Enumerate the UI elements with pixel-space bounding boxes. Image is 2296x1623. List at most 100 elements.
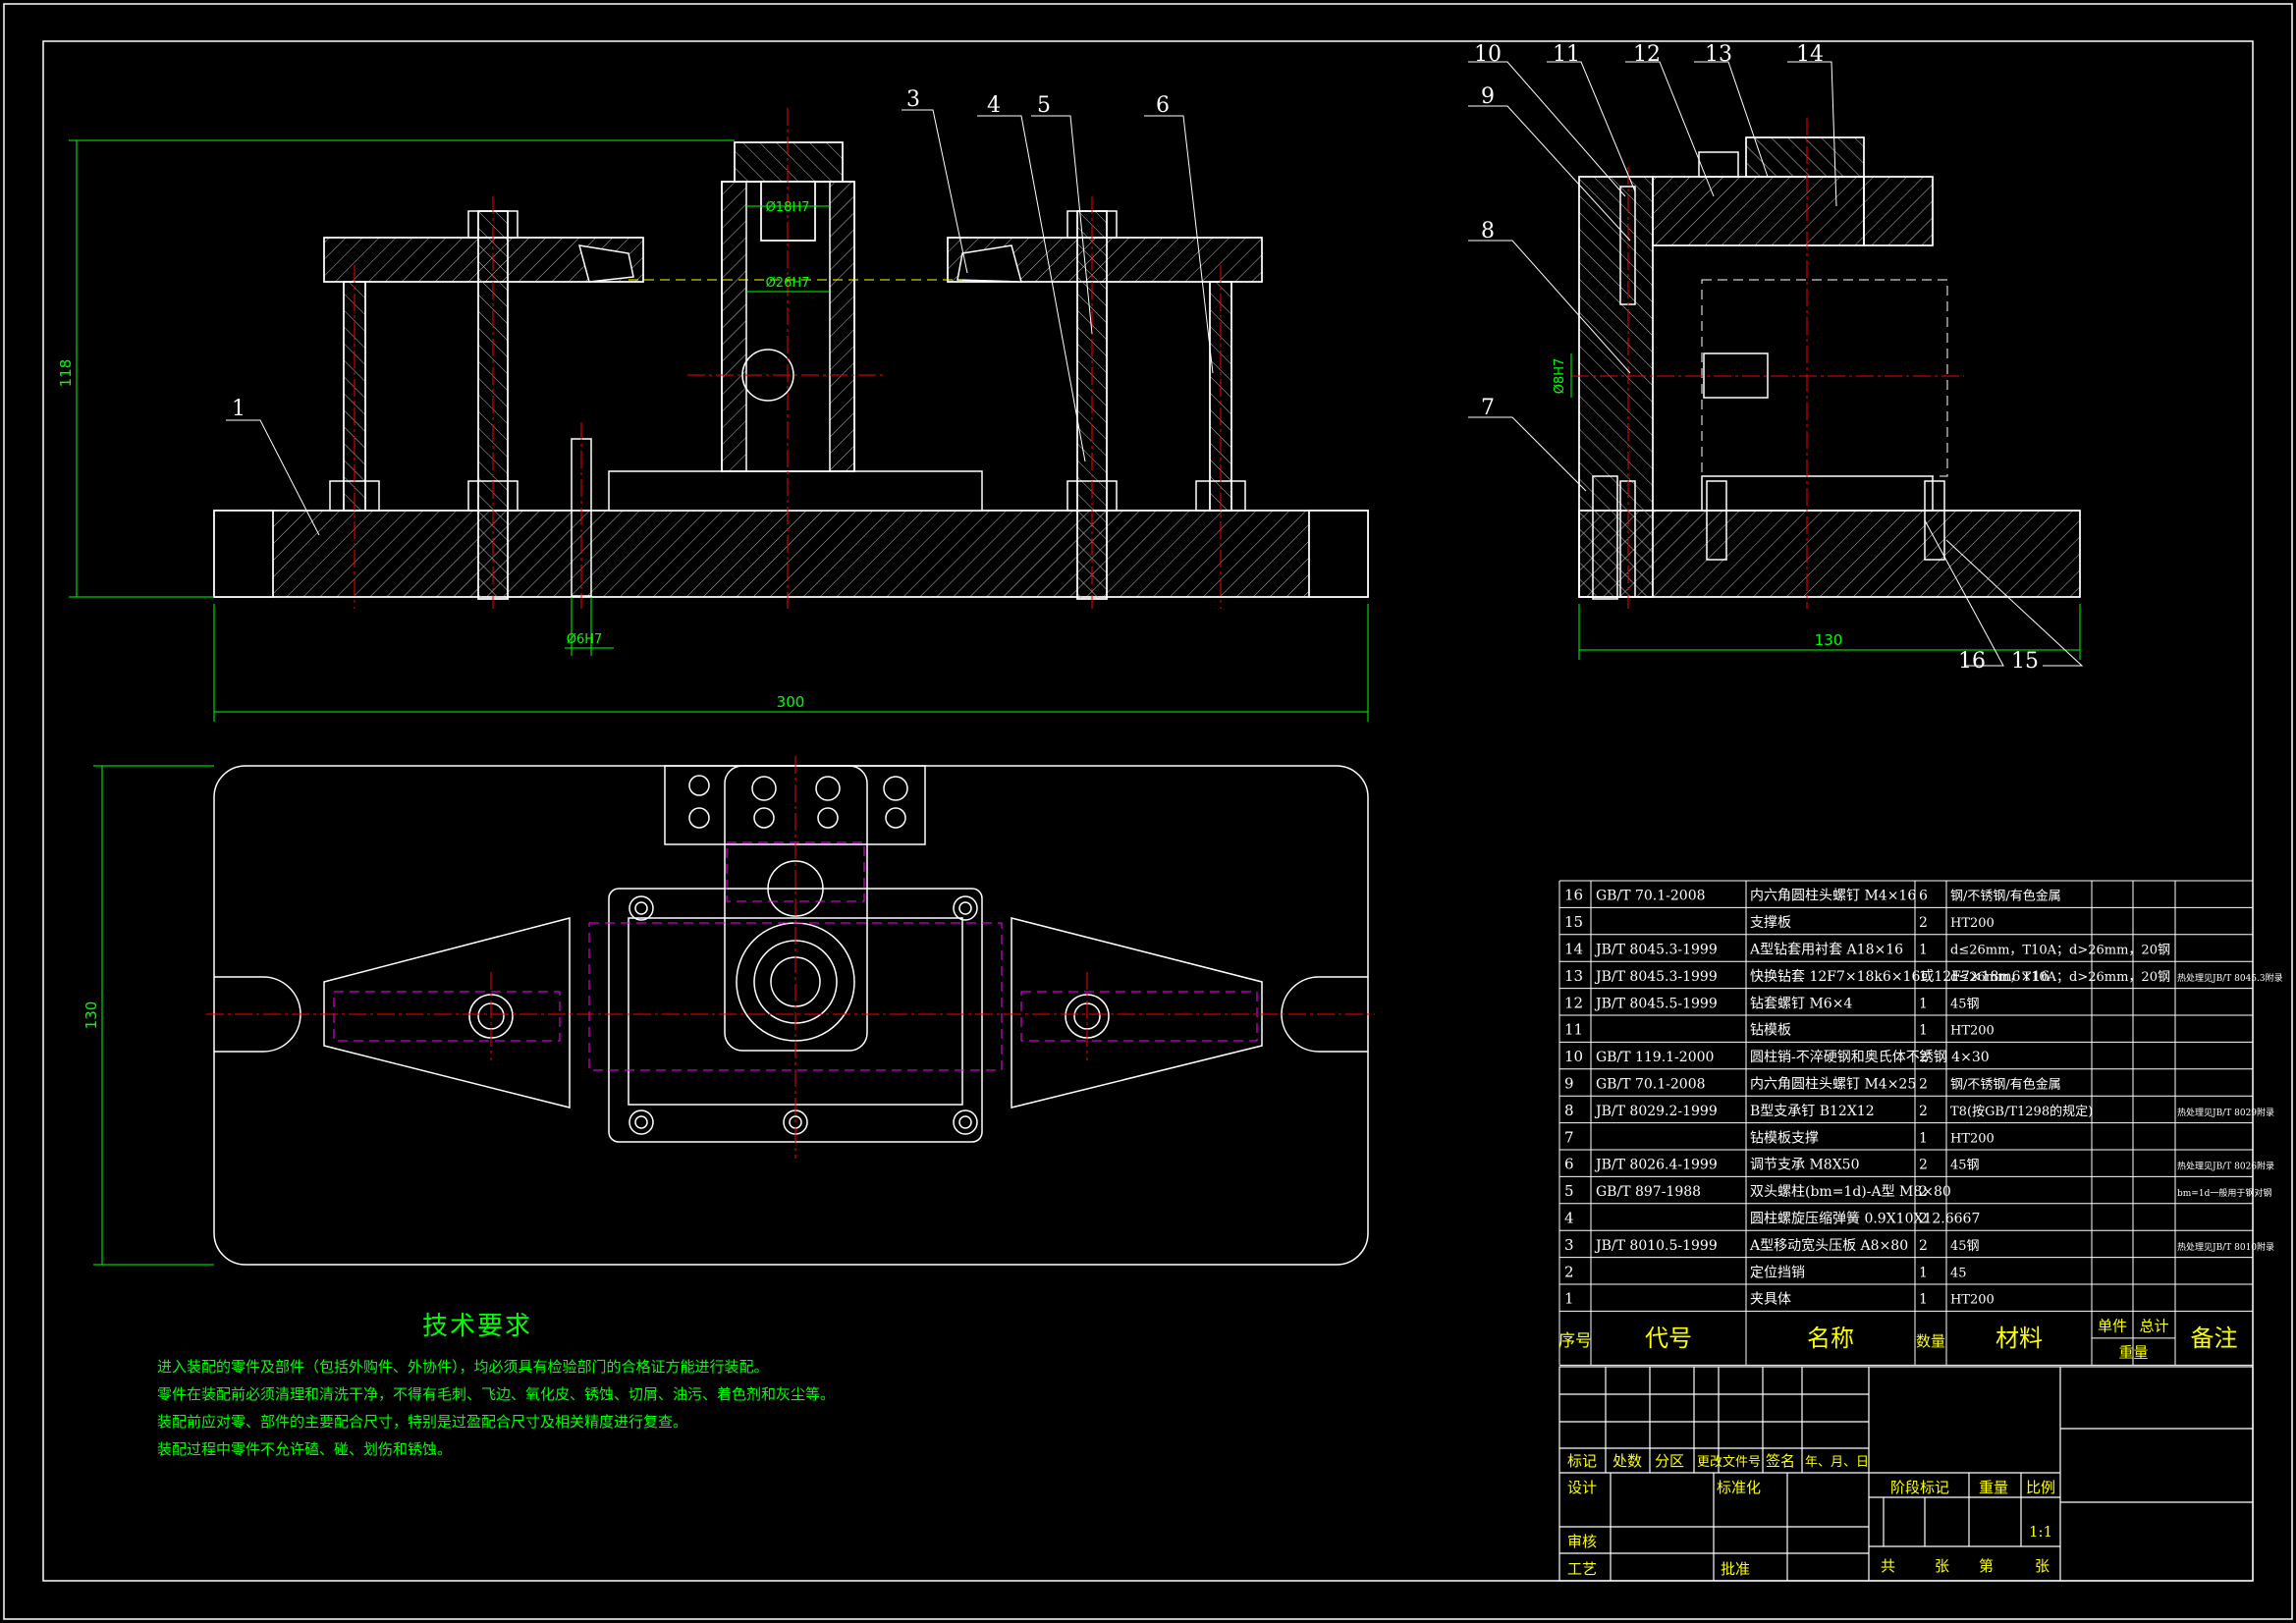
title-block-labels: 标记 处数 分区 更改文件号 签名 年、月、日 设计 标准化 阶段标记 重量 比…	[1567, 1452, 2055, 1578]
inner-border	[42, 40, 2254, 1582]
bom-cell-name: 定位挡销	[1750, 1265, 1805, 1280]
bom-header-note: 备注	[2191, 1325, 2238, 1352]
bom-cell-material: 钢/不锈钢/有色金属	[1950, 1077, 2061, 1093]
tech-requirements: 进入装配的零件及部件（包括外购件、外协件），均必须具有检验部门的合格证方能进行装…	[157, 1353, 835, 1463]
dim-support: Ø8H7	[1553, 358, 1567, 395]
bom-cell-no: 16	[1564, 887, 1583, 904]
bom-cell-qty: 2	[1919, 1238, 1928, 1254]
bom-cell-note: 热处理见JB/T 8010附录	[2177, 1241, 2274, 1253]
tb-count: 处数	[1613, 1452, 1642, 1470]
bom-cell-no: 2	[1564, 1263, 1574, 1280]
bom-cell-code: JB/T 8045.3-1999	[1594, 969, 1718, 985]
bom-cell-no: 1	[1564, 1290, 1574, 1308]
bom-cell-no: 3	[1564, 1236, 1574, 1254]
tb-mark: 标记	[1567, 1452, 1597, 1470]
plan-view-centerlines	[206, 756, 1375, 1159]
tb-date: 年、月、日	[1805, 1455, 1869, 1470]
bom-header-no: 序号	[1558, 1331, 1592, 1351]
tech-line: 装配过程中零件不允许磕、碰、划伤和锈蚀。	[157, 1440, 453, 1458]
balloon-13: 13	[1705, 42, 1732, 67]
dim-bushing-top: Ø18H7	[766, 200, 810, 215]
bom-cell-name: 钻模板支撑	[1750, 1130, 1819, 1146]
dim-plan-width: 130	[82, 1001, 100, 1030]
front-view-centerlines	[354, 108, 1222, 609]
tb-change-doc: 更改文件号	[1697, 1455, 1761, 1470]
balloon-12: 12	[1633, 42, 1661, 67]
outer-border	[3, 3, 2293, 1620]
bom-cell-name: 钻模板	[1750, 1023, 1791, 1039]
bom-cell-no: 9	[1564, 1075, 1574, 1093]
balloon-14: 14	[1796, 42, 1824, 67]
bom-header-code: 代号	[1645, 1325, 1692, 1352]
bom-cell-material: HT200	[1950, 916, 1995, 931]
bom-cell-note: 热处理见JB/T 8045.3附录	[2177, 972, 2283, 984]
bom-cell-name: A型移动宽头压板 A8×80	[1749, 1237, 1908, 1254]
tech-line: 装配前应对零、部件的主要配合尺寸，特别是过盈配合尺寸及相关精度进行复查。	[157, 1413, 688, 1431]
tech-requirements-title: 技术要求	[422, 1312, 533, 1341]
bom-header-material: 材料	[1995, 1325, 2043, 1352]
tb-scale-value: 1:1	[2029, 1523, 2052, 1541]
bom-cell-no: 10	[1564, 1048, 1583, 1065]
balloon-8: 8	[1481, 219, 1495, 243]
balloon-4: 4	[987, 93, 1001, 118]
tb-zone: 分区	[1655, 1452, 1684, 1470]
bom-header-qty: 数量	[1916, 1332, 1945, 1350]
bom-header-total: 总计	[2139, 1317, 2168, 1334]
bom-cell-code: JB/T 8026.4-1999	[1594, 1158, 1718, 1173]
side-view-hidden	[1701, 279, 1948, 477]
bom-cell-material: d≤26mm，T10A；d>26mm，20钢	[1950, 944, 2170, 958]
tb-standardize: 标准化	[1717, 1479, 1761, 1496]
side-view-leaders	[1468, 61, 2084, 667]
bom-cell-qty: 1	[1919, 1023, 1928, 1039]
title-block	[1558, 1366, 2254, 1582]
tb-sign: 签名	[1766, 1452, 1795, 1470]
bom-cell-note: 热处理见JB/T 8029附录	[2177, 1107, 2274, 1118]
side-view	[1578, 136, 2081, 600]
dim-overall-length: 300	[777, 693, 805, 711]
bom-cell-material: d≤26mm，T10A；d>26mm，20钢	[1950, 970, 2170, 985]
dim-overall-height: 118	[57, 359, 75, 388]
bom-cell-qty: 2	[1919, 1212, 1928, 1227]
bom-cell-qty: 1	[1919, 1130, 1928, 1146]
bom-cell-no: 11	[1564, 1021, 1583, 1039]
bom-cell-code: JB/T 8045.3-1999	[1594, 943, 1718, 958]
front-view-leaders	[226, 109, 1214, 536]
side-view-centerlines	[1571, 118, 1964, 609]
bom-cell-name: 内六角圆柱头螺钉 M4×16	[1750, 889, 1916, 904]
bom-cell-name: 圆柱螺旋压缩弹簧 0.9X10X12.6667	[1750, 1212, 1980, 1227]
balloon-7: 7	[1481, 396, 1495, 420]
bom-cell-name: 钻套螺钉 M6×4	[1750, 996, 1852, 1011]
bom-cell-material: 45钢	[1950, 997, 1980, 1011]
bom-cell-material: 钢/不锈钢/有色金属	[1950, 889, 2061, 904]
bom-cell-code: GB/T 70.1-2008	[1596, 1077, 1706, 1093]
bom-cell-no: 7	[1564, 1128, 1574, 1146]
bom-cell-qty: 1	[1919, 1292, 1928, 1308]
bom-cell-qty: 2	[1919, 1077, 1928, 1093]
bom-cell-material: T8(按GB/T1298的规定)	[1950, 1104, 2093, 1119]
bom-cell-material: HT200	[1950, 1293, 1995, 1308]
balloon-16: 16	[1958, 649, 1986, 674]
bom-cell-no: 14	[1564, 941, 1583, 958]
bom-cell-qty: 2	[1919, 1104, 1928, 1119]
tb-stage-mark: 阶段标记	[1890, 1479, 1949, 1496]
bom-cell-code: GB/T 70.1-2008	[1596, 889, 1706, 904]
bom-cell-qty: 6	[1919, 889, 1928, 904]
bom-cell-code: GB/T 119.1-2000	[1596, 1050, 1714, 1065]
bom-cell-name: B型支承钉 B12X12	[1750, 1104, 1875, 1119]
bom-cell-qty: 1	[1919, 943, 1928, 958]
balloon-9: 9	[1481, 84, 1495, 109]
base-body	[213, 510, 1369, 598]
bom-cell-name: A型钻套用衬套 A18×16	[1749, 943, 1903, 958]
bom-cell-qty: 1	[1919, 996, 1928, 1011]
tech-line: 进入装配的零件及部件（包括外购件、外协件），均必须具有检验部门的合格证方能进行装…	[157, 1358, 769, 1376]
tb-sheet-no: 第	[1979, 1557, 1994, 1575]
bom-cell-note: bm=1d一般用于钢对钢	[2177, 1187, 2271, 1199]
bom-cell-name: 内六角圆柱头螺钉 M4×25	[1750, 1077, 1916, 1093]
side-view-dimensions	[1570, 353, 2081, 660]
balloon-3: 3	[906, 87, 920, 112]
tb-total: 共	[1881, 1557, 1895, 1575]
bom-cell-no: 4	[1564, 1210, 1574, 1227]
balloon-15: 15	[2011, 649, 2039, 674]
balloon-6: 6	[1156, 93, 1170, 118]
